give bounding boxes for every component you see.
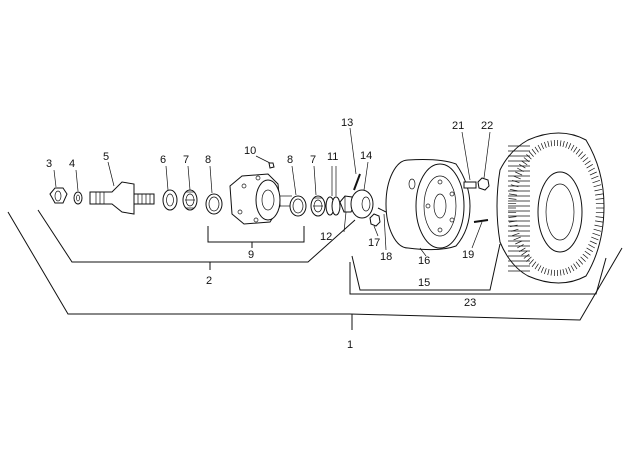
callout-3: 3 [46,158,52,170]
part-21-bolt [463,181,477,189]
callout-9: 9 [248,249,254,261]
part-17-lug-nut [369,213,381,227]
part-14-dust-cap [350,189,374,219]
callout-23: 23 [464,297,476,309]
callout-labels: 3 4 5 6 7 8 10 8 7 11 13 14 12 17 18 16 … [46,117,493,351]
callout-7-right: 7 [310,154,316,166]
part-7-bearing-right [310,195,326,217]
part-3-nut [49,187,68,204]
bracket-assembly-23 [349,257,607,295]
tire-tread-lines [508,139,604,277]
part-23-tire [496,132,605,284]
part-9-hub [229,173,292,225]
part-8-bearing-cup-right [289,195,307,217]
callout-5: 5 [103,151,109,163]
part-13-cotter-pin [353,173,361,191]
callout-19: 19 [462,249,474,261]
callout-6: 6 [160,154,166,166]
callout-13: 13 [341,117,353,129]
part-6-seal [162,189,178,211]
callout-11: 11 [327,151,338,163]
callout-2: 2 [206,275,212,287]
part-8-bearing-cup-left [205,193,223,215]
part-22-nut [477,177,490,191]
callout-21: 21 [452,120,464,132]
part-5-spindle [89,181,155,215]
callout-22: 22 [481,120,493,132]
bracket-assembly-9 [207,226,305,248]
callout-18: 18 [380,251,392,263]
callout-10: 10 [244,145,256,157]
bracket-assembly-15 [351,243,501,291]
part-18-lug-stud [377,207,387,213]
part-10-grease-fitting [268,162,275,169]
callout-1: 1 [347,339,353,351]
bracket-assembly-2 [37,209,356,270]
leader-lines [53,127,491,257]
callout-7-left: 7 [183,154,189,166]
callout-8-left: 8 [205,154,211,166]
bracket-assembly-1 [7,211,623,330]
callout-16: 16 [418,255,430,267]
part-4-washer [73,191,83,205]
part-11-washers [325,196,341,216]
callout-14: 14 [360,150,372,162]
callout-4: 4 [69,158,75,170]
callout-15: 15 [418,277,430,289]
part-7-bearing-left [182,189,198,211]
callout-17: 17 [368,237,380,249]
callout-8-right: 8 [287,154,293,166]
callout-12: 12 [320,231,332,243]
part-16-wheel-rim [385,159,471,251]
part-19-valve-stem [473,219,489,223]
